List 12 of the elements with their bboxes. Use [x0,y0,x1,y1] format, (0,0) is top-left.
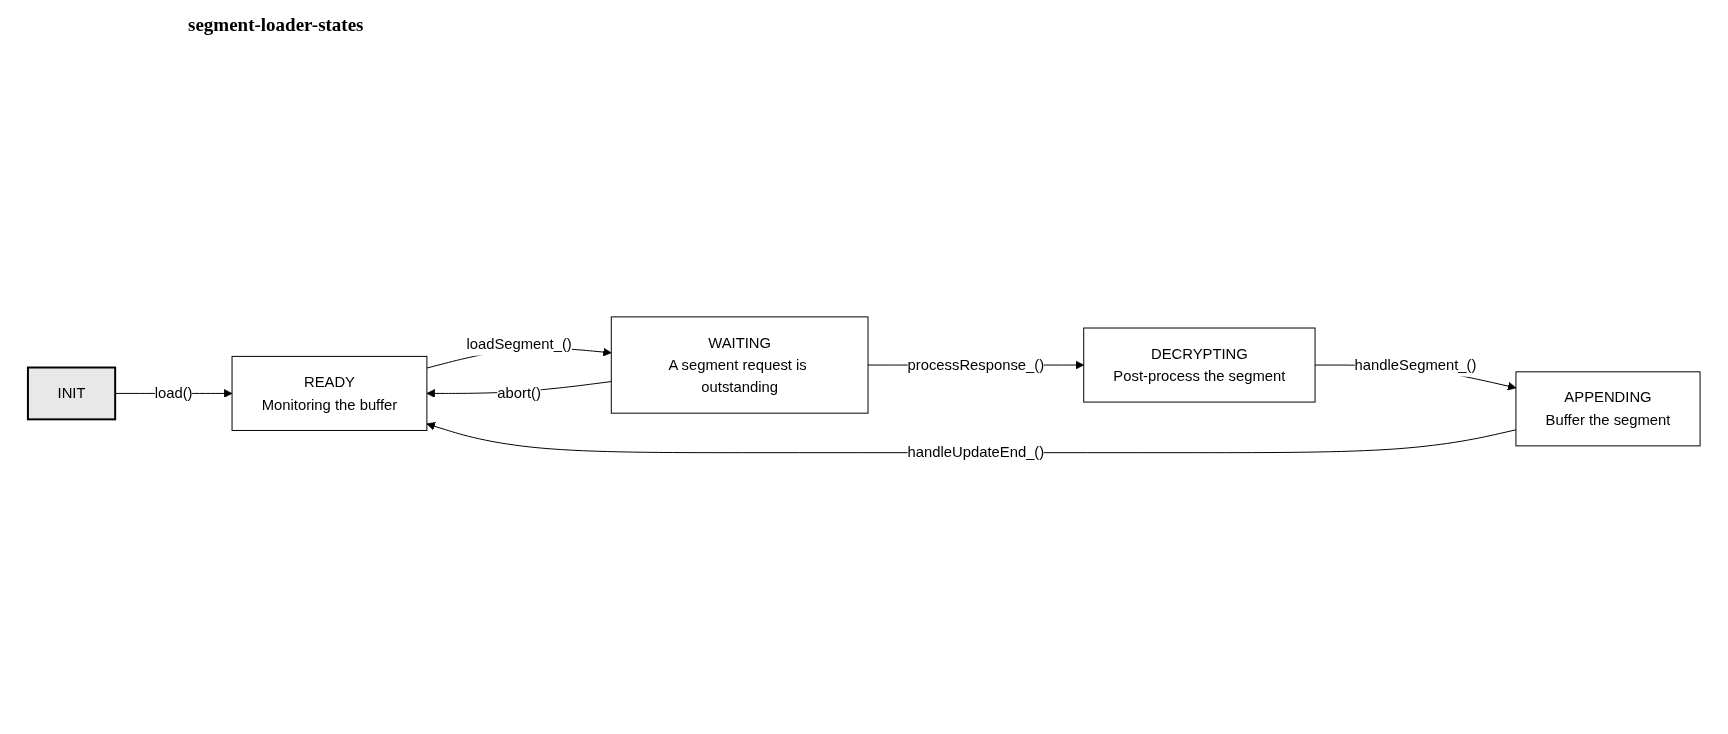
diagram-title: segment-loader-states [188,14,364,36]
node-box: READY Monitoring the buffer [231,355,428,431]
edge-label: load() [154,383,193,401]
node-box: INIT [26,366,117,420]
node-box: APPENDING Buffer the segment [1515,371,1701,447]
edge-label: processResponse_() [907,355,1045,373]
edge-label: abort() [497,383,541,401]
edge-label: handleUpdateEnd_() [907,443,1045,460]
edge-label: loadSegment_() [466,334,572,352]
edge-label: handleSegment_() [1354,355,1477,373]
node-box: DECRYPTING Post-process the segment [1083,327,1316,403]
node-box: WAITING A segment request is outstanding [610,316,869,414]
